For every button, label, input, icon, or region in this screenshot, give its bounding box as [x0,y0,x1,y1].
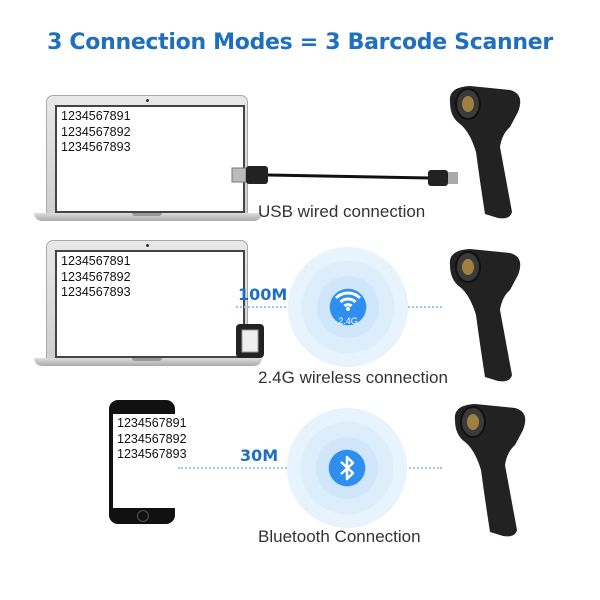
mode-label-wireless: 2.4G wireless connection [258,368,448,387]
smartphone: 1234567891 1234567892 1234567893 [109,400,187,524]
barcode-value: 1234567892 [117,431,187,446]
usb-dongle-icon [236,324,264,358]
wifi-label: 2.4G [338,316,358,326]
barcode-value: 1234567893 [117,447,187,461]
barcode-value: 1234567891 [61,254,131,268]
bluetooth-icon [327,448,367,488]
barcode-value: 1234567891 [61,109,131,123]
page-title: 3 Connection Modes = 3 Barcode Scanner [47,30,553,55]
usb-cable-icon [231,166,458,186]
barcode-scanner-icon [449,86,521,219]
laptop-usb: 1234567891 1234567892 1234567893 [34,95,264,225]
barcode-value: 1234567892 [61,269,131,284]
mode-label-usb: USB wired connection [258,202,426,221]
range-speed: 100M [238,285,288,304]
bluetooth-wave [287,408,407,528]
wifi-icon: 2.4G [328,287,368,327]
barcode-value: 1234567893 [61,140,131,154]
range-speed: 30M [240,446,279,465]
barcode-scanner-icon [454,404,526,537]
mode-label-bluetooth: Bluetooth Connection [258,527,421,546]
barcode-value: 1234567893 [61,285,131,299]
barcode-scanner-icon [449,249,521,382]
laptop-wireless: 1234567891 1234567892 1234567893 [34,240,264,370]
barcode-value: 1234567891 [117,416,187,430]
barcode-value: 1234567892 [61,124,131,139]
wireless-wave: 2.4G [288,247,408,367]
